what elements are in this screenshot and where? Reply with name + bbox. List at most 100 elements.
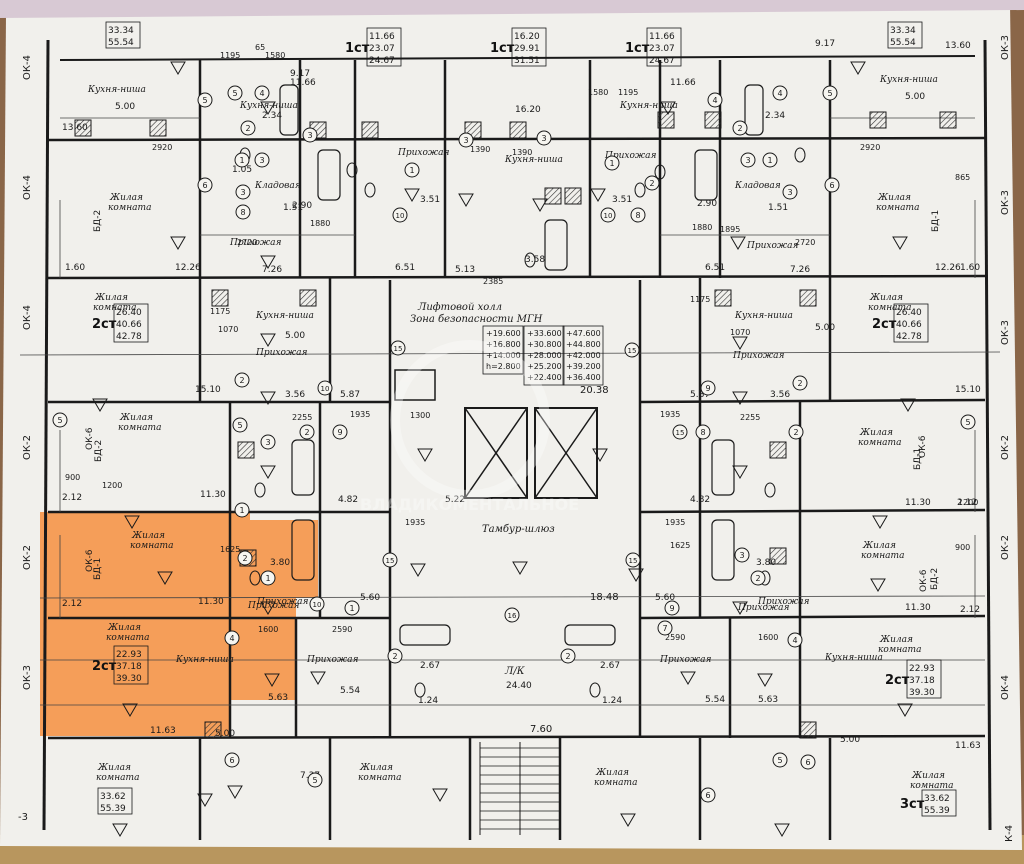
room-name-living-r4: комната xyxy=(878,645,921,655)
room-name-living-b1: комната xyxy=(96,773,139,783)
small-area-label: 2.12 xyxy=(957,498,977,508)
elevation-value: +22.400 xyxy=(527,373,562,382)
room-marker-triangle-icon xyxy=(227,785,243,799)
balcony-label: БД-1 xyxy=(93,558,103,580)
small-area-label: 1.24 xyxy=(418,696,438,706)
room-name-living-tr: комната xyxy=(876,203,919,213)
small-area-label: 5.22 xyxy=(445,495,465,505)
room-marker-circle-icon: 3 xyxy=(302,127,318,143)
svg-text:3: 3 xyxy=(307,131,312,140)
svg-text:4: 4 xyxy=(259,89,264,98)
vent-block-icon xyxy=(149,119,167,137)
dimension-label: 1195 xyxy=(220,51,240,60)
room-area-hall-c1: 3.51 xyxy=(420,195,440,205)
apartment-area: 29.91 xyxy=(514,44,540,54)
vent-block-icon xyxy=(509,121,527,139)
room-area-kitchen-l4: 5.00 xyxy=(215,729,235,739)
svg-text:3: 3 xyxy=(259,156,264,165)
room-area-kitchen-r4: 5.00 xyxy=(840,735,860,745)
apartment-area: 42.78 xyxy=(116,332,142,342)
room-marker-circle-icon: 2 xyxy=(237,550,253,566)
room-name-living-r2: Жилая xyxy=(859,428,893,438)
room-area-living-l4: 11.63 xyxy=(150,726,176,736)
room-name-living-mr: комната xyxy=(868,303,911,313)
room-area-hall-l3: 3.80 xyxy=(270,558,290,568)
balcony-label: БД-2 xyxy=(93,210,103,232)
room-marker-circle-icon: 5 xyxy=(307,772,323,788)
dimension-label: 2590 xyxy=(665,633,685,642)
vent-block-icon xyxy=(769,441,787,459)
bathtub-icon xyxy=(317,149,341,201)
elevation-value: +25.200 xyxy=(527,362,562,371)
stair-steps xyxy=(480,747,560,830)
svg-text:5: 5 xyxy=(202,96,207,105)
apartment-area: 11.66 xyxy=(649,32,675,42)
room-marker-triangle-icon xyxy=(590,188,606,202)
svg-text:2: 2 xyxy=(737,124,742,133)
small-area-label: 6.51 xyxy=(705,263,725,273)
axis-label-right: ОК-3 xyxy=(1000,35,1011,60)
room-name-hall-l4: Прихожая xyxy=(256,597,308,607)
room-marker-circle-icon: 2 xyxy=(788,424,804,440)
axis-label-left: ОК-3 xyxy=(22,665,33,690)
room-marker-circle-icon: 16 xyxy=(504,607,520,623)
room-marker-circle-icon: 5 xyxy=(227,85,243,101)
bathtub-icon xyxy=(279,84,299,136)
room-name-living-l2: комната xyxy=(118,423,161,433)
dimension-label: 2590 xyxy=(332,625,352,634)
elevation-value: +33.600 xyxy=(527,329,562,338)
svg-text:8: 8 xyxy=(635,211,640,220)
elevation-value: +47.600 xyxy=(566,329,601,338)
outer-walls xyxy=(42,39,992,831)
room-name-hall-l5: Прихожая xyxy=(306,655,358,665)
small-area-label: 2.90 xyxy=(292,201,312,211)
room-area-living-ml: 15.10 xyxy=(195,385,221,395)
apartment-type: 1ст xyxy=(490,41,515,56)
room-name-hall-mr: Прихожая xyxy=(732,351,784,361)
room-name-living-r3: комната xyxy=(861,551,904,561)
elevation-value: +16.800 xyxy=(486,340,521,349)
room-area-hall-r4: 5.63 xyxy=(758,695,778,705)
vent-blocks xyxy=(74,111,957,739)
dimension-label: 1070 xyxy=(218,325,238,334)
room-marker-circle-icon: 1 xyxy=(404,162,420,178)
small-area-label: 5.13 xyxy=(455,265,475,275)
room-name-living-ml: комната xyxy=(93,303,136,313)
room-name-hall-ml: Прихожая xyxy=(255,348,307,358)
small-area-label: 1.24 xyxy=(602,696,622,706)
room-area-living-l3: 11.30 xyxy=(198,597,224,607)
room-name-hall-c1: Прихожая xyxy=(397,148,449,158)
bathroom-fixtures xyxy=(239,84,806,698)
apartment-area: 23.07 xyxy=(369,44,395,54)
axis-label-left: ОК-2 xyxy=(22,435,33,460)
room-marker-circle-icon: 10 xyxy=(309,596,325,612)
room-name-kitchen-l4: Кухня-ниша xyxy=(175,655,234,665)
apartment-area: 33.34 xyxy=(890,26,916,36)
room-name-kitchen-niche-c1: Кухня-ниша xyxy=(239,101,298,111)
room-name-living-r3: Жилая xyxy=(862,541,896,551)
svg-text:6: 6 xyxy=(705,791,710,800)
room-marker-circle-icon: 8 xyxy=(235,204,251,220)
room-marker-triangle-icon xyxy=(260,333,276,347)
room-marker-circle-icon: 1 xyxy=(234,152,250,168)
room-area-living-r4: 11.63 xyxy=(955,741,981,751)
room-marker-triangle-icon xyxy=(417,448,433,462)
small-area-label: 2.12 xyxy=(960,605,980,615)
room-marker-circle-icon: 3 xyxy=(536,130,552,146)
room-area-kitchen-niche-tl: 5.00 xyxy=(115,102,135,112)
room-marker-triangle-icon xyxy=(92,398,108,412)
safety-zone-label: Зона безопасности МГН xyxy=(410,314,543,325)
dimension-label: 1625 xyxy=(220,545,240,554)
dimension-label: 1600 xyxy=(258,625,278,634)
room-marker-triangle-icon xyxy=(404,188,420,202)
room-name-living-l4: комната xyxy=(106,633,149,643)
svg-text:8: 8 xyxy=(700,428,705,437)
apartment-box xyxy=(887,21,923,49)
room-marker-circle-icon: 2 xyxy=(240,120,256,136)
axis-label-right: ОК-3 xyxy=(1000,320,1011,345)
balcony-label: БД-1 xyxy=(931,210,941,232)
room-marker-circle-icon: 6 xyxy=(700,787,716,803)
